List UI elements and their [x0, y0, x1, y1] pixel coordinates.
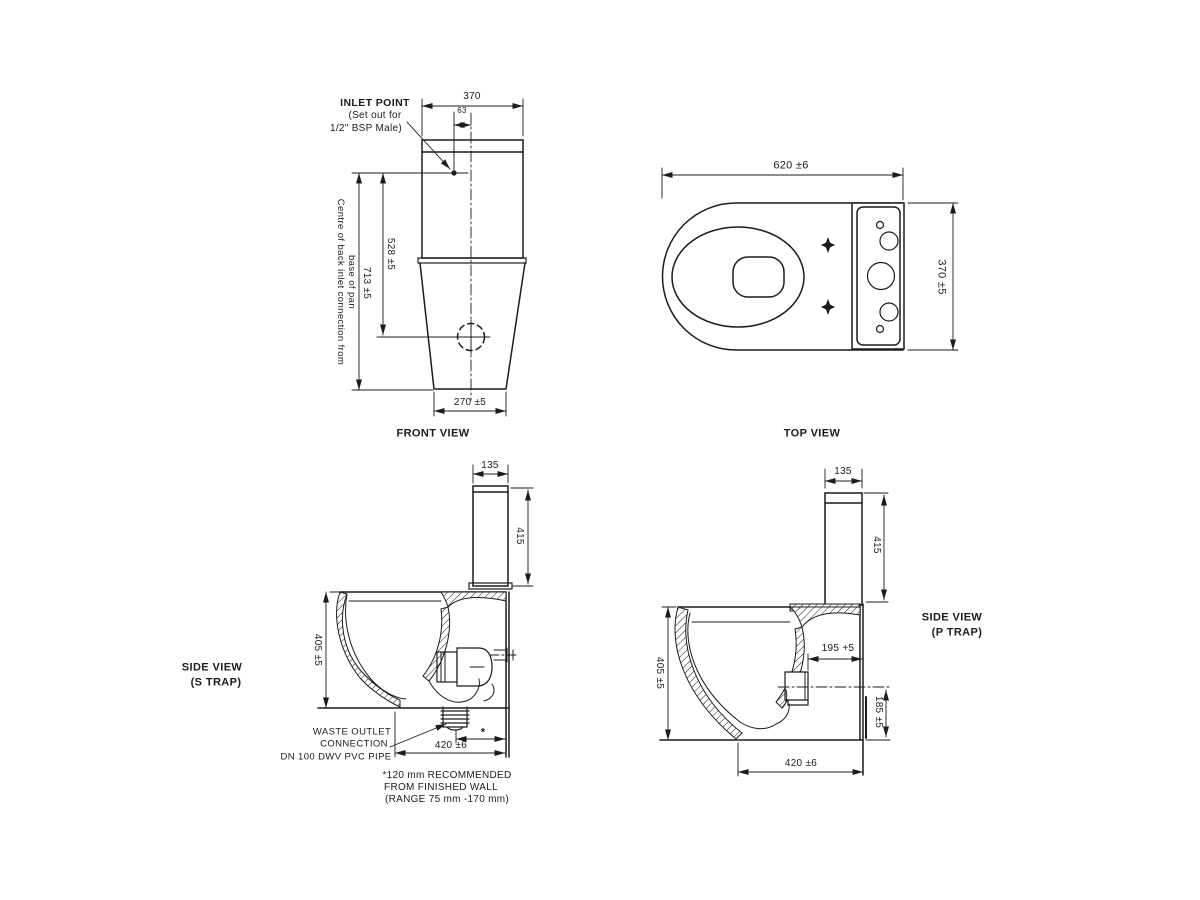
dim-front-height-connection: 528 ±5 — [385, 237, 396, 271]
dim-s-outlet-star: * — [480, 726, 486, 739]
dim-p-setout: 420 ±6 — [784, 758, 818, 769]
side-view-p-trap-linework — [659, 468, 891, 777]
view-label-p-trap-line2: (P TRAP) — [931, 626, 983, 639]
dim-front-height-inlet: 713 ±5 — [361, 266, 372, 300]
view-label-s-trap-line1: SIDE VIEW — [181, 661, 243, 674]
dim-front-inlet-offset: 63 — [457, 106, 467, 115]
dim-p-cistern-height: 415 — [871, 536, 882, 554]
dim-s-cistern-width: 135 — [481, 460, 499, 471]
wall-note-line3: (RANGE 75 mm -170 mm) — [384, 794, 510, 805]
view-label-top: TOP VIEW — [783, 427, 841, 440]
inlet-point-note-line2: (Set out for — [348, 110, 402, 121]
centre-note-line2: base of pan — [345, 254, 357, 310]
top-view-linework — [661, 167, 959, 351]
waste-outlet-note-line2: CONNECTION — [320, 738, 388, 750]
view-label-front: FRONT VIEW — [396, 427, 470, 440]
dim-top-length: 620 ±6 — [773, 159, 809, 172]
dim-s-pan-height: 405 ±5 — [312, 633, 323, 667]
dim-s-setout: 420 ±6 — [434, 740, 468, 751]
side-view-s-trap-linework — [317, 464, 534, 758]
view-label-p-trap-line1: SIDE VIEW — [921, 611, 983, 624]
dim-p-outlet-height: 185 ±5 — [873, 695, 884, 729]
waste-outlet-note-line3: DN 100 DWV PVC PIPE — [280, 751, 392, 763]
dim-s-cistern-height: 415 — [514, 527, 525, 545]
dim-p-pan-height: 405 ±5 — [654, 656, 665, 690]
dim-top-width: 370 ±5 — [935, 259, 948, 295]
waste-outlet-note-line1: WASTE OUTLET — [312, 726, 392, 738]
front-view-linework — [351, 98, 527, 417]
wall-note-line2: FROM FINISHED WALL — [384, 782, 498, 793]
wall-note-line1: *120 mm RECOMMENDED — [382, 770, 512, 781]
inlet-point-note-line1: INLET POINT — [340, 96, 410, 109]
dim-p-cistern-width: 135 — [834, 466, 852, 477]
dim-front-width: 370 — [463, 91, 481, 102]
dim-p-outlet-length: 195 +5 — [821, 643, 855, 654]
inlet-point-note-line3: 1/2" BSP Male) — [329, 123, 403, 134]
view-label-s-trap-line2: (S TRAP) — [190, 676, 242, 689]
centre-note-line1: Centre of back inlet connection from — [334, 198, 346, 366]
dim-front-base-width: 270 ±5 — [453, 397, 487, 408]
